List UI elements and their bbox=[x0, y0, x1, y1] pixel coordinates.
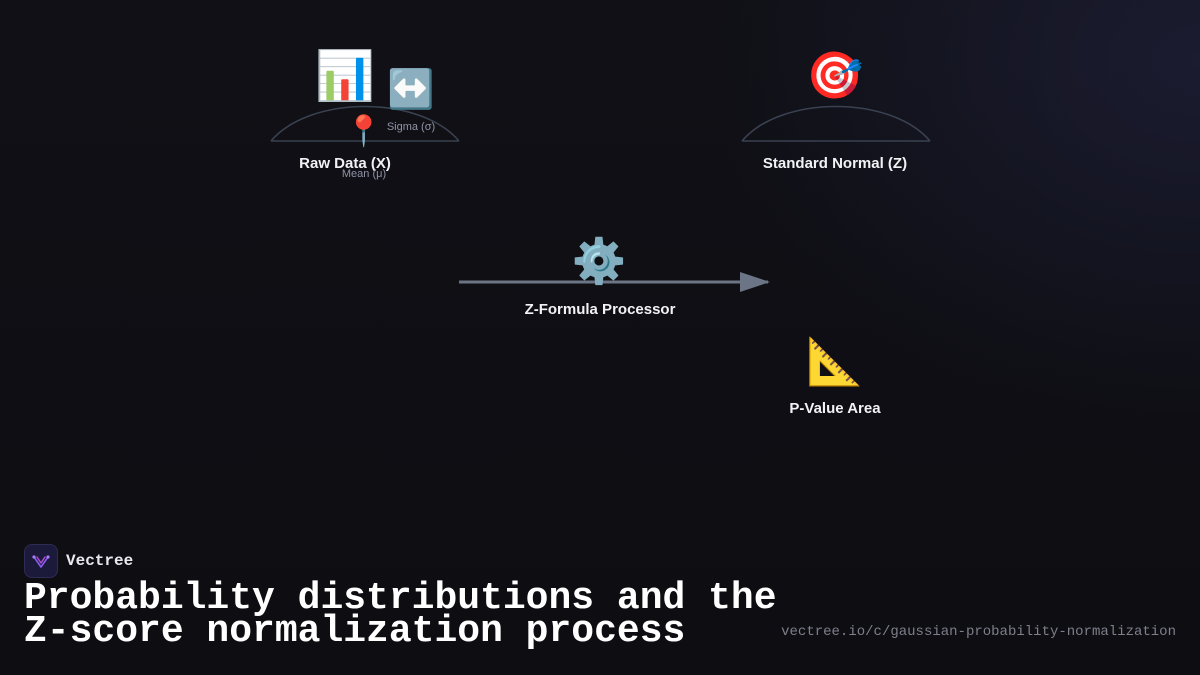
target-icon: 🎯 bbox=[806, 48, 864, 102]
standard-normal-curve bbox=[741, 105, 931, 142]
left-right-arrow-icon: ↔️ bbox=[387, 67, 435, 111]
page-title: Probability distributions and the Z-scor… bbox=[24, 577, 777, 653]
standard-normal-label: Standard Normal (Z) bbox=[762, 155, 908, 172]
bar-chart-icon: 📊 bbox=[315, 48, 375, 104]
brand: Vectree bbox=[24, 544, 133, 578]
vectree-logo-icon bbox=[24, 544, 58, 578]
source-url: vectree.io/c/gaussian-probability-normal… bbox=[781, 624, 1176, 640]
sigma-label: Sigma (σ) bbox=[386, 121, 436, 133]
gear-icon: ⚙️ bbox=[571, 236, 627, 287]
pin-icon: 📍 bbox=[345, 114, 383, 149]
brand-name: Vectree bbox=[66, 552, 134, 570]
p-value-label: P-Value Area bbox=[789, 400, 881, 417]
triangle-ruler-icon: 📐 bbox=[806, 334, 864, 388]
title-line-2: Z-score normalization process bbox=[24, 610, 686, 653]
mean-label: Mean (μ) bbox=[341, 168, 387, 180]
title-line-1: Probability distributions and the bbox=[24, 577, 777, 620]
raw-data-label: Raw Data (X) bbox=[299, 155, 391, 172]
raw-data-curve bbox=[270, 105, 460, 142]
processor-label: Z-Formula Processor bbox=[524, 301, 676, 318]
